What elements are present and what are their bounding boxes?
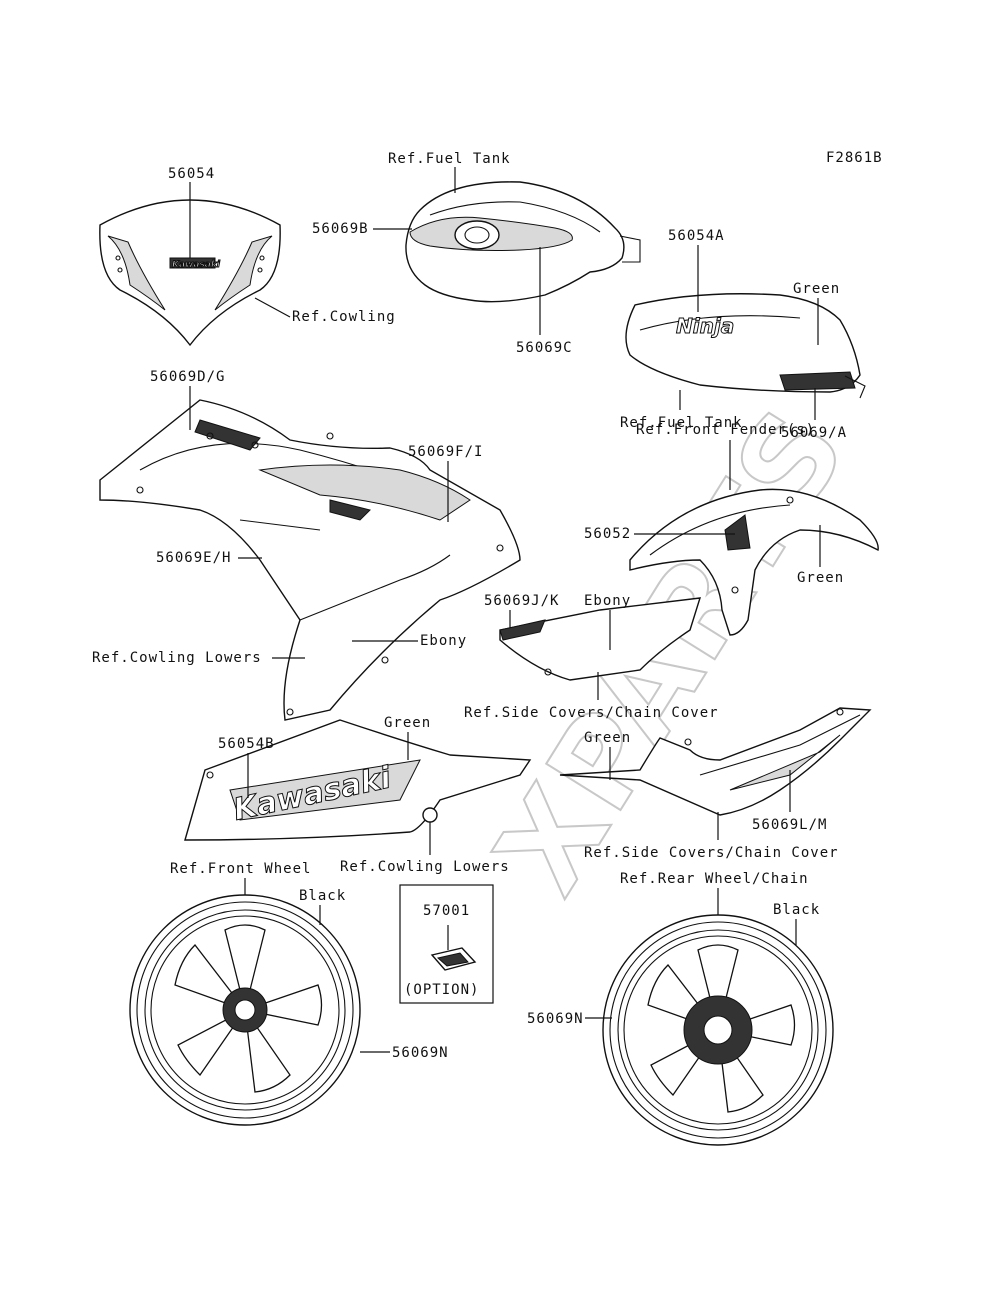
- label-ref-cowling-lowers-left: Ref.Cowling Lowers: [92, 650, 262, 666]
- side-cowling-part: [99, 399, 521, 721]
- label-ebony-cowling: Ebony: [420, 633, 467, 649]
- windscreen-part: Kawasaki: [99, 199, 281, 347]
- label-56054b: 56054B: [218, 736, 275, 752]
- label-56054a: 56054A: [668, 228, 725, 244]
- label-56069n-rear: 56069N: [527, 1011, 584, 1027]
- label-56069jk: 56069J/K: [484, 593, 559, 609]
- windscreen-kawasaki-logo: Kawasaki: [172, 260, 221, 270]
- side-cover-part: [499, 597, 701, 681]
- label-56069fi: 56069F/I: [408, 444, 483, 460]
- label-56054: 56054: [168, 166, 215, 182]
- label-green-lower: Green: [384, 715, 431, 731]
- tank-ninja-logo: Ninja: [676, 314, 734, 338]
- label-black-rear: Black: [773, 902, 820, 918]
- label-57001: 57001: [423, 903, 470, 919]
- rear-side-cover-part: [559, 707, 872, 816]
- label-56069b: 56069B: [312, 221, 369, 237]
- label-ref-cowling: Ref.Cowling: [292, 309, 396, 325]
- label-black-front: Black: [299, 888, 346, 904]
- label-56069a: 56069/A: [781, 425, 847, 441]
- fuel-tank-side-part: [625, 293, 866, 399]
- diagram-code: F2861B: [826, 150, 883, 166]
- option-box: [399, 884, 494, 1004]
- label-green-fender: Green: [797, 570, 844, 586]
- label-ref-front-wheel: Ref.Front Wheel: [170, 861, 311, 877]
- label-green-rear: Green: [584, 730, 631, 746]
- lower-cowling-part: [184, 719, 532, 841]
- rear-wheel-part: [602, 914, 834, 1146]
- label-ref-front-fender: Ref.Front Fender(s): [636, 422, 815, 438]
- label-56069dg: 56069D/G: [150, 369, 225, 385]
- label-56052: 56052: [584, 526, 631, 542]
- label-ref-side-covers-1: Ref.Side Covers/Chain Cover: [464, 705, 719, 721]
- label-56069eh: 56069E/H: [156, 550, 231, 566]
- fuel-tank-top-part: [405, 181, 641, 303]
- front-wheel-part: [129, 894, 361, 1126]
- label-ref-side-covers-2: Ref.Side Covers/Chain Cover: [584, 845, 839, 861]
- label-56069n-front: 56069N: [392, 1045, 449, 1061]
- front-fender-part: [629, 488, 879, 636]
- label-option: (OPTION): [404, 982, 479, 998]
- label-ebony-side: Ebony: [584, 593, 631, 609]
- label-ref-cowling-lowers-mid: Ref.Cowling Lowers: [340, 859, 510, 875]
- label-green-tank: Green: [793, 281, 840, 297]
- label-ref-fuel-tank-top: Ref.Fuel Tank: [388, 151, 511, 167]
- label-56069c: 56069C: [516, 340, 573, 356]
- label-ref-fuel-tank-right: Ref.Fuel Tank: [620, 415, 743, 431]
- label-ref-rear-wheel: Ref.Rear Wheel/Chain: [620, 871, 809, 887]
- label-56069lm: 56069L/M: [752, 817, 827, 833]
